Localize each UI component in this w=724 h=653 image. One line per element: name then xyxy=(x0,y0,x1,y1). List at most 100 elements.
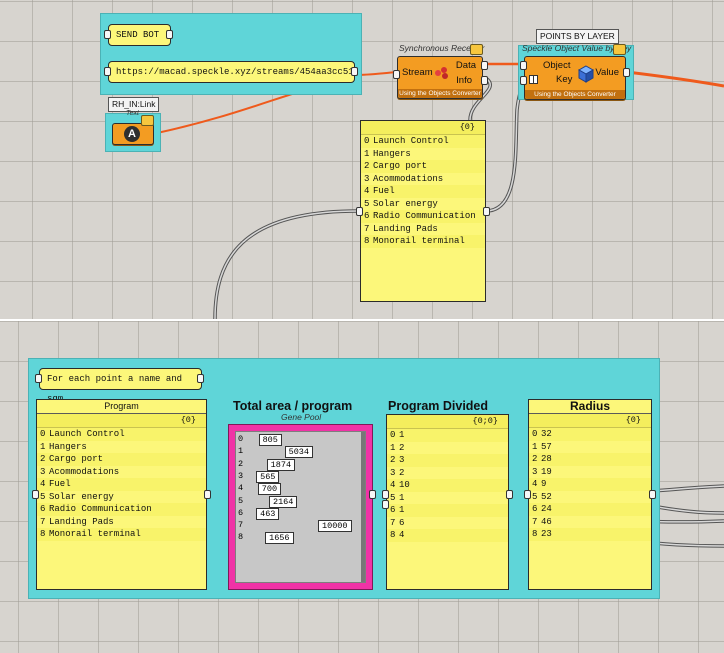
output-grip[interactable] xyxy=(204,490,211,499)
text-param-component[interactable]: A xyxy=(112,123,154,145)
grasshopper-canvas-top[interactable]: SEND BOT https://macad.speckle.xyz/strea… xyxy=(0,0,724,319)
speckle-receive-icon xyxy=(435,67,448,79)
gene-pool-label: Gene Pool xyxy=(281,412,322,422)
gene-index: 1 xyxy=(238,446,244,457)
value-by-key-footer: Using the Objects Converter xyxy=(525,90,625,99)
gene-slider-5[interactable]: 5 2164 xyxy=(238,495,398,508)
input-grip[interactable] xyxy=(32,490,39,499)
input-stream[interactable]: Stream xyxy=(402,67,433,78)
gene-pool-scrollbar[interactable] xyxy=(361,432,365,582)
value-by-key-title: Speckle Object Value by Key xyxy=(522,43,632,53)
gene-value[interactable]: 1656 xyxy=(265,532,294,545)
stream-url-panel[interactable]: https://macad.speckle.xyz/streams/454aa3… xyxy=(108,61,355,83)
panel-path: {0} xyxy=(37,414,206,428)
output-grip[interactable] xyxy=(481,61,488,70)
gene-index: 0 xyxy=(238,434,244,444)
input-grip[interactable] xyxy=(524,490,531,499)
input-grip[interactable] xyxy=(520,76,527,85)
panel-path: {0} xyxy=(361,121,485,135)
gene-value[interactable]: 10000 xyxy=(318,520,352,533)
input-grip[interactable] xyxy=(393,70,400,79)
gene-value[interactable]: 463 xyxy=(256,507,280,520)
input-grip[interactable] xyxy=(382,490,389,499)
gene-value[interactable]: 700 xyxy=(257,483,282,496)
object-value-by-key-component[interactable]: Object Key Value Using the Objects Conve… xyxy=(524,56,626,100)
input-grip[interactable] xyxy=(104,30,111,39)
input-key[interactable]: Key xyxy=(556,74,573,85)
input-grip[interactable] xyxy=(104,67,111,76)
output-grip[interactable] xyxy=(506,490,513,499)
gene-slider-1[interactable]: 1 5034 xyxy=(238,446,398,459)
input-grip[interactable] xyxy=(382,500,389,509)
gene-index: 6 xyxy=(238,507,244,518)
output-grip[interactable] xyxy=(649,490,656,499)
input-grip[interactable] xyxy=(35,374,42,383)
gene-value[interactable]: 2164 xyxy=(268,495,298,508)
grasshopper-canvas-bottom[interactable]: For each point a name and sqm Program {0… xyxy=(0,321,724,653)
output-grip[interactable] xyxy=(623,68,630,77)
gene-slider-0[interactable]: 0 805 xyxy=(238,434,398,446)
synchronous-receiver-component[interactable]: Stream Data Info Using the Objects Conve… xyxy=(397,56,483,99)
program-scribble[interactable]: For each point a name and sqm xyxy=(39,368,202,404)
gene-value[interactable]: 5034 xyxy=(284,446,313,459)
output-data[interactable]: Data xyxy=(455,60,476,71)
gene-slider-6[interactable]: 6 463 xyxy=(238,507,398,520)
output-grip[interactable] xyxy=(166,30,173,39)
output-grip[interactable] xyxy=(483,207,490,216)
output-value[interactable]: Value xyxy=(595,67,619,78)
gene-value[interactable]: 1874 xyxy=(266,458,296,471)
send-bot-label[interactable]: SEND BOT xyxy=(108,24,171,46)
input-grip[interactable] xyxy=(356,207,363,216)
output-grip[interactable] xyxy=(197,374,204,383)
output-info[interactable]: Info xyxy=(456,75,472,86)
panel-title: Radius xyxy=(529,400,651,414)
gene-slider-2[interactable]: 2 1874 xyxy=(238,458,398,471)
text-param-label: Text xyxy=(126,110,139,117)
output-grip[interactable] xyxy=(351,67,358,76)
input-grip[interactable] xyxy=(520,61,527,70)
gene-pool-group-title: Total area / program xyxy=(233,399,353,413)
wires-top xyxy=(156,62,724,319)
output-grip[interactable] xyxy=(481,76,488,85)
output-grip[interactable] xyxy=(369,490,376,499)
view-divider xyxy=(0,319,724,321)
receiver-title: Synchronous Receiver xyxy=(399,43,485,53)
gene-value[interactable]: 565 xyxy=(256,470,280,483)
gene-value[interactable]: 805 xyxy=(258,434,282,446)
input-object[interactable]: Object xyxy=(543,60,571,71)
rh-in-link-tag: RH_IN:Link xyxy=(108,97,160,112)
key-pin-icon xyxy=(529,75,538,84)
warning-icon xyxy=(470,44,483,55)
gene-index: 2 xyxy=(238,458,244,469)
gene-index: 5 xyxy=(238,495,244,506)
